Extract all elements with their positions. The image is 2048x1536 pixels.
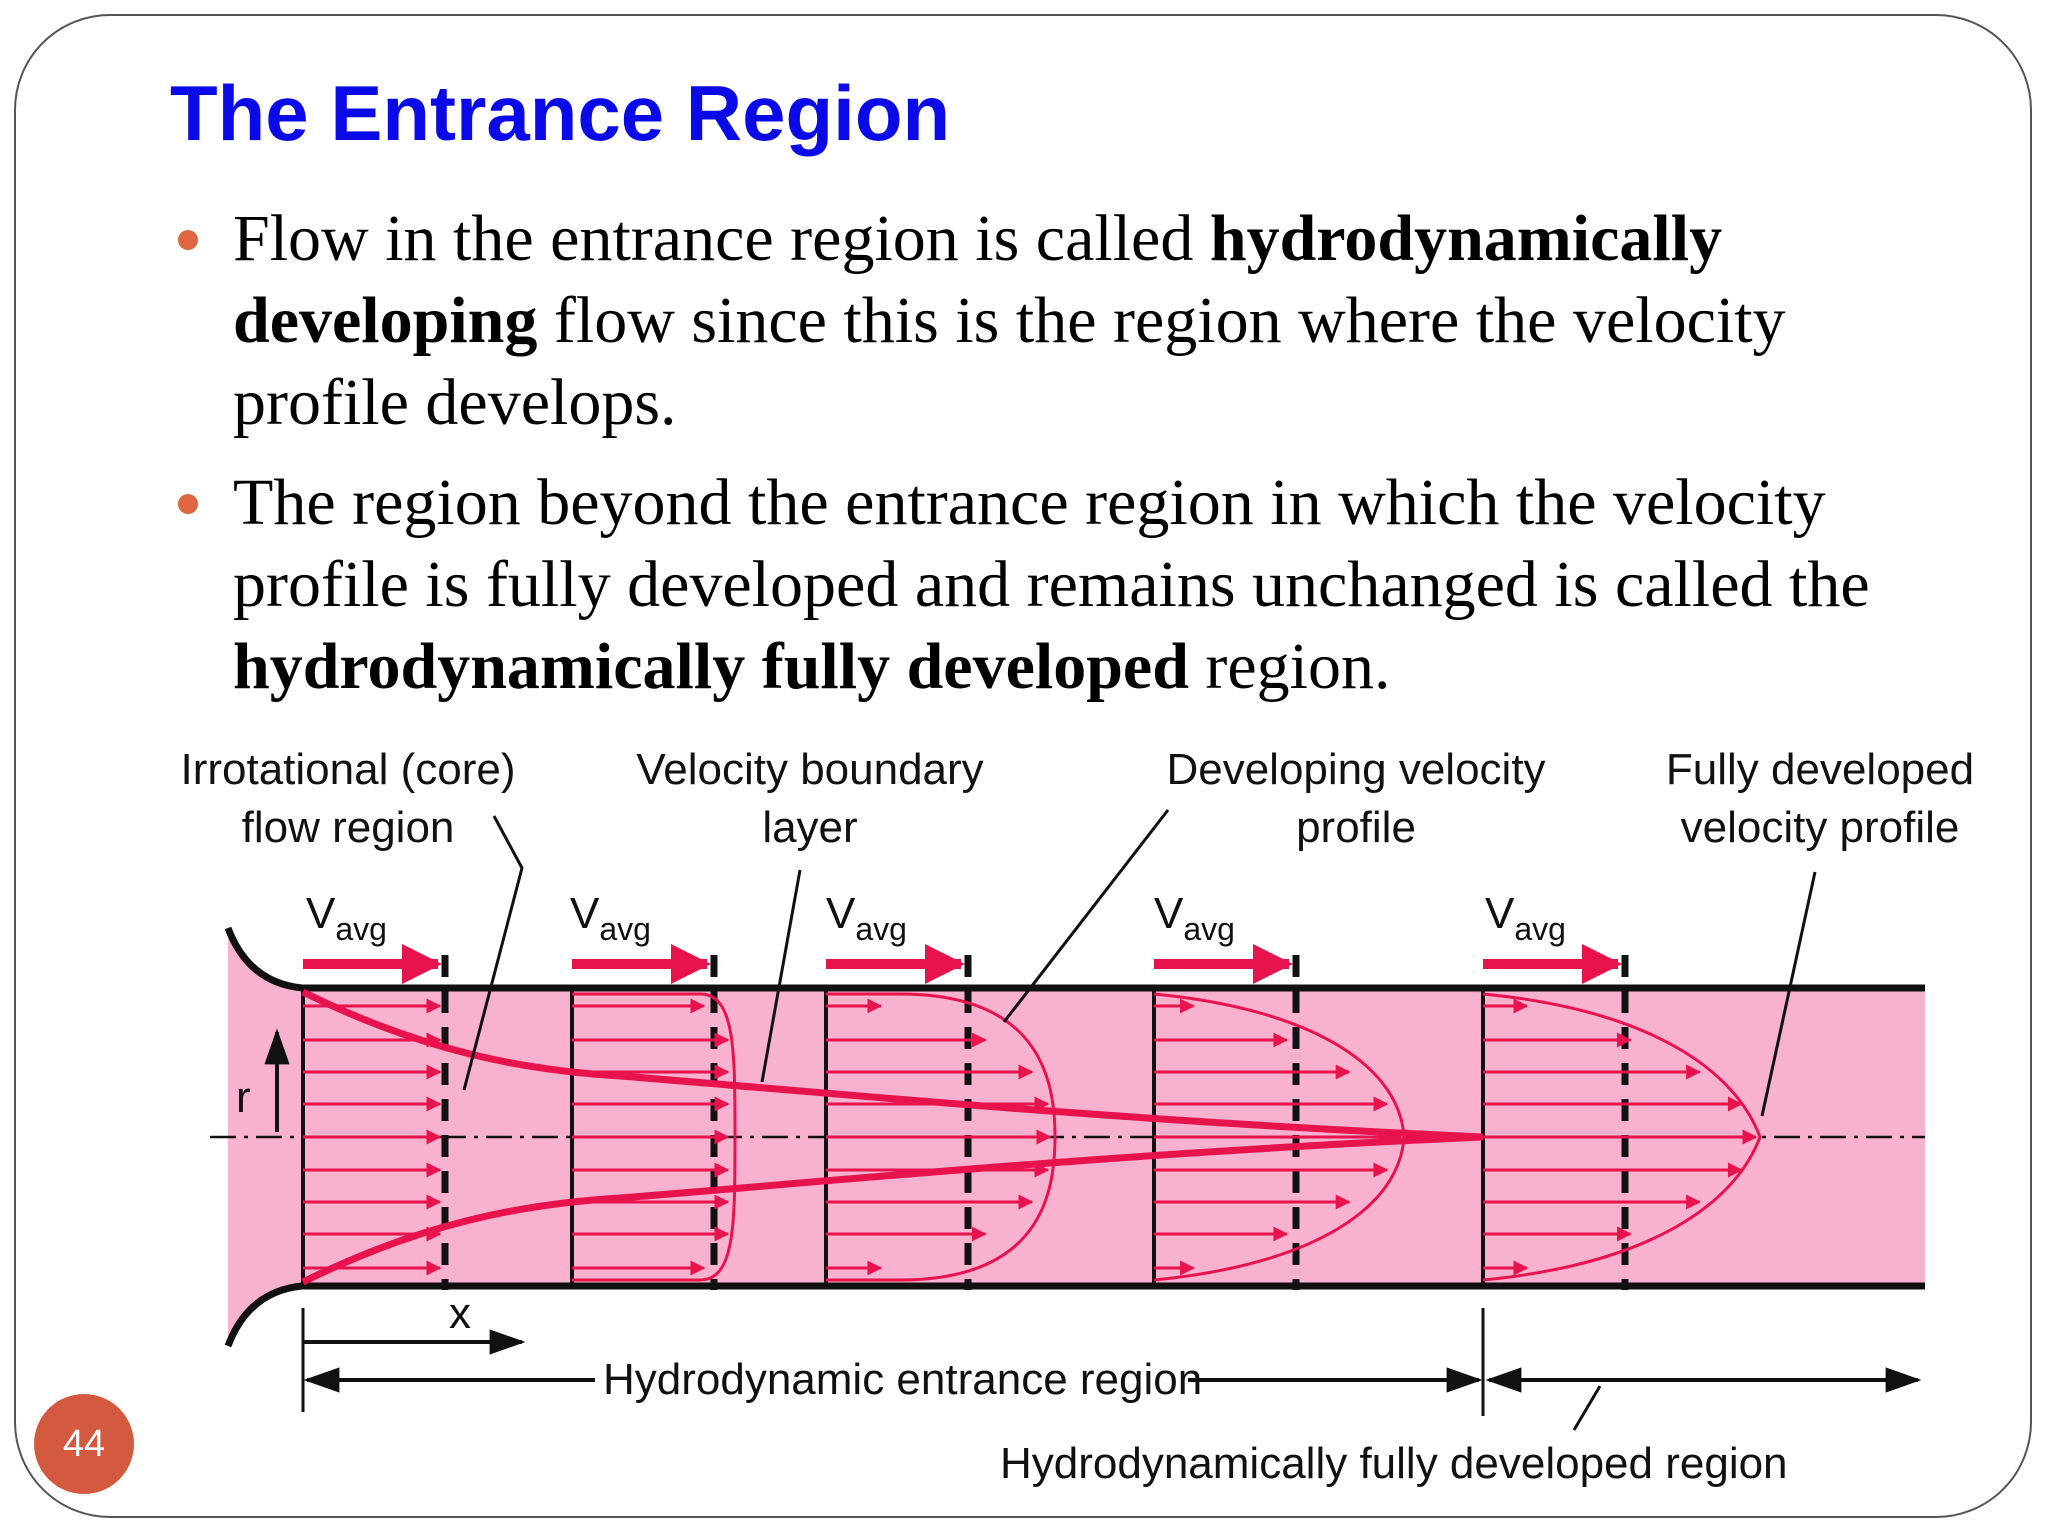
bullet-list: Flow in the entrance region is called hy… xyxy=(170,198,1870,726)
bullet-item-2: The region beyond the entrance region in… xyxy=(170,462,1870,708)
bullet-item-1: Flow in the entrance region is called hy… xyxy=(170,198,1870,444)
pipe-wall-bottom xyxy=(224,1282,1925,1348)
bullet-1-text-b: flow since this is the region where the … xyxy=(233,284,1786,439)
fully-developed-profile-label-line1: Fully developed xyxy=(1666,745,1974,794)
profile-outline-2 xyxy=(572,992,737,1282)
pipe-body xyxy=(228,928,1925,1346)
vavg-label-4: Vavg xyxy=(1154,889,1235,947)
vavg-dashed-lines xyxy=(441,955,1629,1290)
entrance-region-label: Hydrodynamic entrance region xyxy=(603,1355,1202,1404)
profile-arrows xyxy=(303,998,1758,1276)
vavg-label-3: Vavg xyxy=(826,889,907,947)
bullet-dot-icon xyxy=(178,494,198,514)
developing-profile-label-line1: Developing velocity xyxy=(1166,745,1545,794)
profile-outline-3 xyxy=(826,992,1057,1282)
bullet-1-text-bold: hydrodynamically developing xyxy=(233,202,1723,357)
r-axis-label: r xyxy=(236,1073,251,1122)
bullet-2-text-bold: hydrodynamically fully developed xyxy=(233,630,1189,703)
slide-frame xyxy=(14,14,2032,1518)
vavg-label-2: Vavg xyxy=(570,889,651,947)
bullet-2-text-b: region. xyxy=(1188,630,1391,703)
bullet-2-text-a: The region beyond the entrance region in… xyxy=(233,466,1870,621)
boundary-layer-label-line1: Velocity boundary xyxy=(636,745,983,794)
fully-developed-profile-label-line2: velocity profile xyxy=(1681,803,1960,852)
bullet-dot-icon xyxy=(178,230,198,250)
pipe-wall-top xyxy=(224,926,1925,992)
page-number-badge: 44 xyxy=(34,1394,134,1494)
profile-outline-4 xyxy=(1153,992,1406,1282)
fully-developed-leader xyxy=(1572,1385,1602,1431)
profile-outline-5 xyxy=(1482,992,1762,1282)
irrotational-label-line2: flow region xyxy=(242,803,455,852)
boundary-layer-label-line2: layer xyxy=(762,803,857,852)
developing-profile-label-line2: profile xyxy=(1296,803,1416,852)
vavg-label-5: Vavg xyxy=(1485,889,1566,947)
irrotational-label-line1: Irrotational (core) xyxy=(180,745,515,794)
fully-developed-region-label: Hydrodynamically fully developed region xyxy=(1000,1439,1788,1488)
bullet-1-text-a: Flow in the entrance region is called xyxy=(233,202,1210,275)
label-leader-lines xyxy=(462,809,1817,1117)
slide-title: The Entrance Region xyxy=(170,69,951,157)
x-axis-label: x xyxy=(449,1289,471,1338)
vavg-label-1: Vavg xyxy=(306,889,387,947)
